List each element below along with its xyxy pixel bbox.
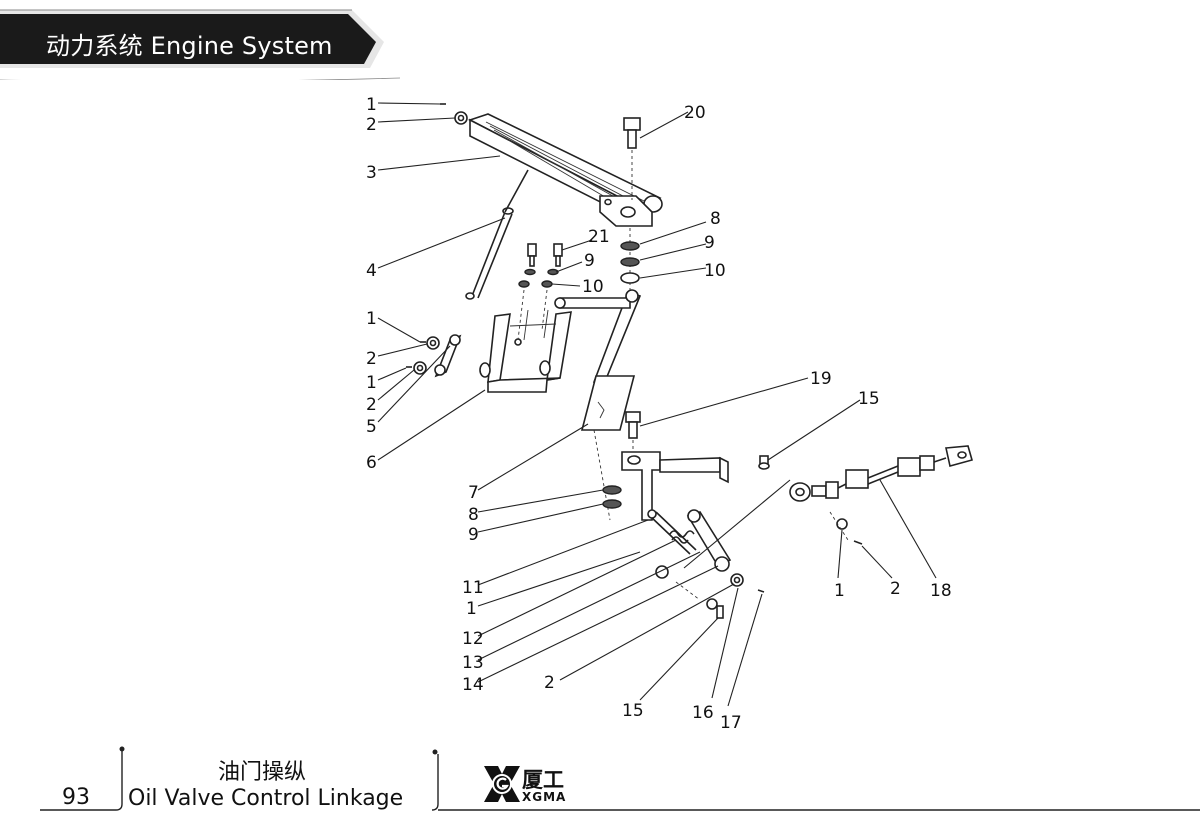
bolt-15-lower xyxy=(716,605,724,619)
callout-15: 15 xyxy=(622,701,644,721)
section-tab xyxy=(0,9,400,80)
section-title: 动力系统 Engine System xyxy=(46,32,333,60)
washer-1-cable xyxy=(836,518,848,530)
callout-9: 9 xyxy=(584,251,595,271)
callout-labels: 1 2 3 4 1 2 1 2 5 6 7 8 9 11 1 12 13 14 … xyxy=(366,95,952,733)
callout-20: 20 xyxy=(684,103,706,123)
washer-pin-top xyxy=(440,103,468,125)
callout-1: 1 xyxy=(366,309,377,329)
washer-9-lower xyxy=(602,499,622,509)
callout-11: 11 xyxy=(462,578,484,598)
mounting-bracket xyxy=(593,429,729,521)
footer-frame xyxy=(40,746,1200,811)
throttle-lever xyxy=(554,289,642,431)
callout-17: 17 xyxy=(720,713,742,733)
callout-13: 13 xyxy=(462,653,484,673)
pivot-pin xyxy=(647,509,697,555)
u-bracket xyxy=(479,309,572,393)
brand-name-cn: 厦工 xyxy=(522,768,564,792)
callout-19: 19 xyxy=(810,369,832,389)
xgma-logo-icon xyxy=(484,766,520,802)
washer-pin-lower xyxy=(406,361,427,375)
callout-1: 1 xyxy=(834,581,845,601)
link-arm xyxy=(434,334,462,378)
callout-14: 14 xyxy=(462,675,484,695)
callout-2: 2 xyxy=(366,349,377,369)
callout-2: 2 xyxy=(890,579,901,599)
brand-name-en: XGMA xyxy=(522,790,567,804)
washer-9 xyxy=(620,257,640,267)
callout-16: 16 xyxy=(692,703,714,723)
throttle-cable xyxy=(789,445,973,502)
callout-12: 12 xyxy=(462,629,484,649)
bolt-20 xyxy=(623,117,641,200)
nut-10 xyxy=(620,272,640,284)
page-title-en: Oil Valve Control Linkage xyxy=(128,786,404,811)
callout-3: 3 xyxy=(366,163,377,183)
pivot-lever xyxy=(686,509,732,572)
callout-8: 8 xyxy=(710,209,721,229)
callout-10: 10 xyxy=(582,277,604,297)
callout-1: 1 xyxy=(466,599,477,619)
callout-2: 2 xyxy=(366,395,377,415)
callout-7: 7 xyxy=(468,483,479,503)
leader-lines xyxy=(377,102,937,707)
callout-21: 21 xyxy=(588,227,610,247)
pedal-hinge-bracket xyxy=(599,195,653,227)
callout-18: 18 xyxy=(930,581,952,601)
page-title-cn: 油门操纵 xyxy=(218,760,307,785)
callout-1: 1 xyxy=(366,95,377,115)
callout-9: 9 xyxy=(704,233,715,253)
washer-8 xyxy=(620,241,640,251)
bolt-21-right xyxy=(541,243,563,331)
callout-6: 6 xyxy=(366,453,377,473)
callout-2: 2 xyxy=(366,115,377,135)
callout-10: 10 xyxy=(704,261,726,281)
washer-8-lower xyxy=(602,485,622,495)
callout-15: 15 xyxy=(858,389,880,409)
washer-pin-upper xyxy=(420,336,440,350)
callout-4: 4 xyxy=(366,261,377,281)
callout-2: 2 xyxy=(544,673,555,693)
spring-rod xyxy=(465,207,514,300)
callout-5: 5 xyxy=(366,417,377,437)
bolt-21-left xyxy=(517,243,537,341)
callout-9: 9 xyxy=(468,525,479,545)
callout-8: 8 xyxy=(468,505,479,525)
callout-1: 1 xyxy=(366,373,377,393)
page-number: 93 xyxy=(62,785,90,810)
washer-16 xyxy=(706,598,718,610)
